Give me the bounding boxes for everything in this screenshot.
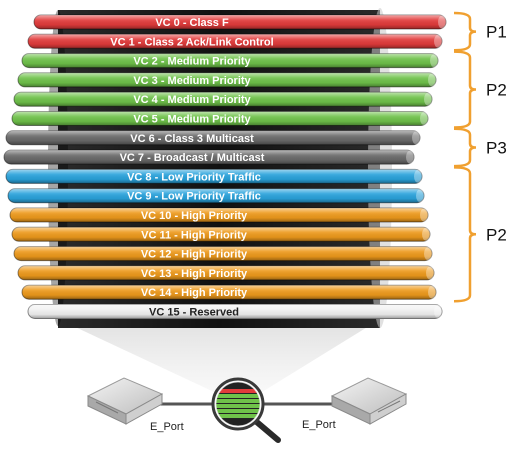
vc-label: VC 15 - Reserved [149, 307, 239, 319]
vc-tube-highlight [22, 285, 436, 300]
vc-tube-highlight [22, 53, 438, 68]
vc-tube: VC 8 - Low Priority Traffic [5, 168, 423, 184]
vc-tube-end-cap [420, 208, 428, 222]
port-label-left: E_Port [150, 421, 184, 433]
vc-tube-highlight [28, 34, 442, 49]
vc-tube-end-cap [414, 169, 422, 183]
vc-tube-end-cap [428, 73, 436, 87]
vc-tube-highlight [6, 169, 422, 184]
vc-label: VC 0 - Class F [155, 17, 229, 29]
vc-tube: VC 15 - Reserved [27, 304, 443, 319]
vc-tube-end-cap [430, 54, 438, 68]
vc-label: VC 1 - Class 2 Ack/Link Control [110, 36, 273, 48]
vc-tube-highlight [12, 111, 428, 126]
vc-label: VC 10 - High Priority [141, 210, 248, 222]
priority-bracket [453, 50, 477, 129]
vc-tube-highlight [18, 72, 436, 87]
magnifying-glass-icon [211, 377, 281, 443]
vc-tube: VC 5 - Medium Priority [11, 111, 429, 126]
vc-tube-end-cap [434, 34, 442, 48]
vc-label: VC 7 - Broadcast / Multicast [120, 152, 265, 164]
vc-tube: VC 7 - Broadcast / Multicast [3, 149, 415, 165]
vc-tube-end-cap [426, 266, 434, 280]
vc-tube-end-cap [420, 112, 428, 125]
vc-tube: VC 12 - High Priority [13, 246, 433, 262]
vc-tube-highlight [12, 227, 430, 242]
vc-label: VC 4 - Medium Priority [133, 94, 251, 106]
vc-label: VC 12 - High Priority [141, 249, 248, 261]
vc-tube-highlight [6, 130, 420, 145]
priority-label: P2 [486, 225, 507, 244]
vc-tube-highlight [18, 265, 434, 280]
priority-bracket [453, 127, 477, 168]
virtual-channel-tubes: VC 0 - Class F VC 1 - Class 2 Ack/Link Co… [3, 14, 447, 319]
vc-tube-end-cap [412, 131, 420, 145]
vc-label: VC 2 - Medium Priority [133, 56, 251, 68]
port-label-right: E_Port [302, 419, 336, 431]
priority-label: P2 [486, 81, 507, 100]
vc-tube: VC 13 - High Priority [17, 265, 435, 281]
priority-label: P3 [486, 138, 507, 157]
network-switch-icon [330, 377, 408, 425]
vc-label: VC 6 - Class 3 Multicast [130, 133, 254, 145]
vc-tube: VC 0 - Class F [33, 14, 447, 30]
magnifier-cone [56, 318, 382, 392]
vc-tube-highlight [28, 304, 442, 319]
vc-label: VC 5 - Medium Priority [133, 114, 251, 126]
vc-tube-highlight [4, 150, 414, 165]
vc-tube-end-cap [434, 305, 442, 318]
vc-tube-end-cap [424, 92, 432, 106]
vc-label: VC 14 - High Priority [141, 287, 248, 299]
network-switch-icon [86, 377, 164, 425]
vc-tube-end-cap [424, 247, 432, 261]
vc-label: VC 8 - Low Priority Traffic [127, 171, 261, 183]
vc-tube: VC 9 - Low Priority Traffic [7, 188, 425, 204]
vc-tube-end-cap [422, 227, 430, 241]
vc-tube: VC 10 - High Priority [9, 207, 429, 223]
vc-tube-highlight [14, 246, 432, 261]
vc-tube: VC 14 - High Priority [21, 284, 437, 300]
vc-tube-end-cap [416, 189, 424, 203]
vc-label: VC 13 - High Priority [141, 268, 248, 280]
vc-tube: VC 6 - Class 3 Multicast [5, 130, 421, 146]
vc-tube: VC 3 - Medium Priority [17, 72, 437, 88]
vc-label: VC 3 - Medium Priority [133, 75, 251, 87]
vc-tube-end-cap [438, 15, 446, 29]
priority-label: P1 [486, 23, 507, 42]
vc-tube-highlight [34, 15, 446, 29]
vc-tube-end-cap [406, 150, 414, 164]
vc-tube: VC 2 - Medium Priority [21, 53, 439, 69]
priority-bracket [453, 11, 477, 52]
vc-label: VC 11 - High Priority [141, 229, 248, 241]
vc-tube: VC 4 - Medium Priority [13, 91, 433, 107]
vc-tube-highlight [8, 188, 424, 203]
vc-tube: VC 1 - Class 2 Ack/Link Control [27, 33, 443, 49]
priority-bracket [453, 166, 477, 303]
vc-tube-highlight [10, 208, 428, 222]
vc-label: VC 9 - Low Priority Traffic [127, 191, 261, 203]
vc-tube: VC 11 - High Priority [11, 226, 431, 242]
vc-tube-highlight [14, 92, 432, 107]
vc-tube-end-cap [428, 285, 436, 299]
